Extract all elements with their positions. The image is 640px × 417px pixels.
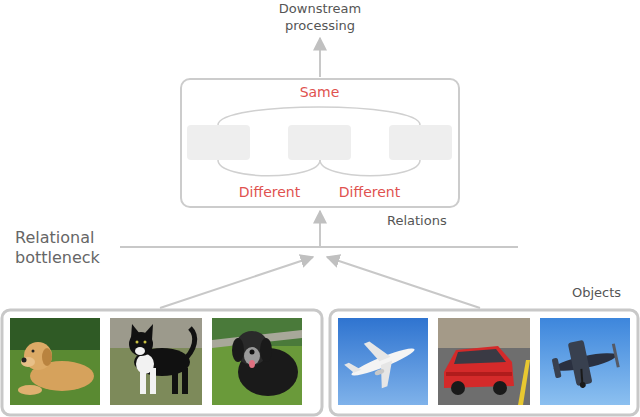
label-holder: Objects (572, 284, 621, 301)
relation-arcs (218, 107, 420, 176)
car-photo (438, 318, 530, 405)
airplane-photo (540, 318, 630, 405)
object-group (330, 310, 638, 415)
relation-label: Different (339, 184, 400, 200)
label-holder: Relations (387, 212, 447, 229)
section-label: Objects (572, 284, 621, 301)
airplane-photo (338, 318, 428, 405)
label-holder: Downstream processing (265, 0, 375, 34)
relation-label: Same (300, 84, 340, 100)
label-holder: Relational bottleneck (15, 228, 115, 268)
dog-photo (212, 318, 302, 405)
output-label: Downstream processing (265, 0, 375, 34)
cat-photo (110, 318, 202, 405)
relation-slots (187, 125, 452, 160)
section-label: Relations (387, 212, 447, 229)
bottleneck-line (120, 246, 518, 248)
dog-photo (10, 318, 100, 405)
relation-label: Different (239, 184, 300, 200)
relation-box: SameDifferent Different (180, 78, 460, 208)
bottleneck-label: Relational bottleneck (15, 228, 115, 268)
object-group (2, 310, 322, 415)
flow-arrows (160, 38, 480, 308)
